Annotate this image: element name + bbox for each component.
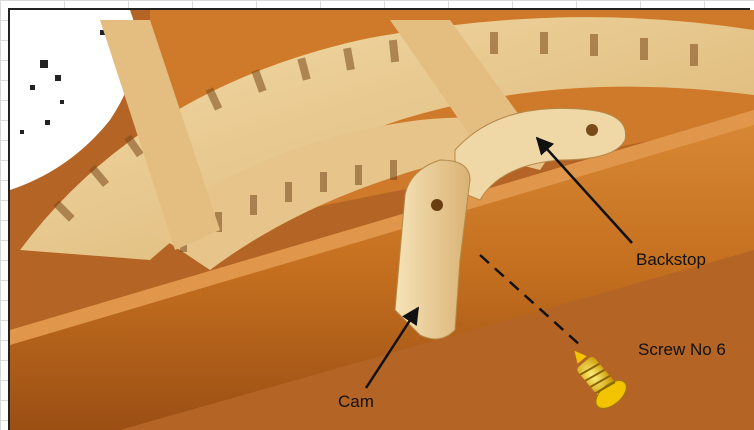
- backstop-hole: [586, 124, 598, 136]
- cam-hole: [431, 199, 443, 211]
- screw-label: Screw No 6: [638, 340, 726, 360]
- cam-label: Cam: [338, 392, 374, 412]
- backstop-label: Backstop: [636, 250, 706, 270]
